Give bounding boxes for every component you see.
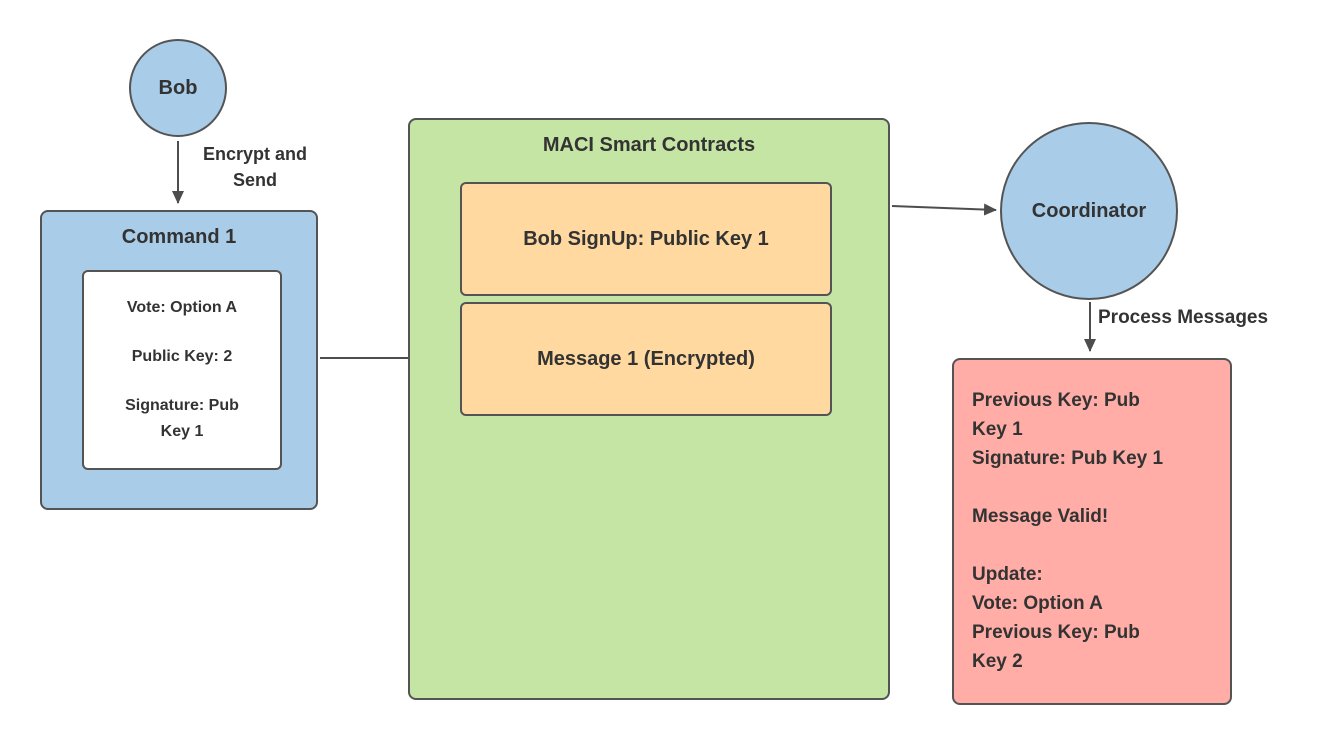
result-line-vote: Vote: Option A <box>972 593 1103 614</box>
bob-label: Bob <box>158 76 198 99</box>
maci-contracts-box: MACI Smart Contracts Bob SignUp: Public … <box>408 118 890 700</box>
result-line-new-key: Previous Key: Pub Key 2 <box>972 622 1140 672</box>
coordinator-label: Coordinator <box>1031 199 1147 222</box>
arrow-maci-to-coordinator <box>891 203 997 216</box>
command-fields-panel: Vote: Option A Public Key: 2 Signature: … <box>82 270 282 470</box>
vote-field: Vote: Option A <box>126 299 238 316</box>
maci-box-title: MACI Smart Contracts <box>542 134 756 156</box>
command-box: Command 1 Vote: Option A Public Key: 2 S… <box>40 210 318 510</box>
process-messages-label: Process Messages <box>1098 307 1269 328</box>
public-key-field: Public Key: 2 <box>131 348 233 365</box>
result-line-previous-key: Previous Key: Pub Key 1 <box>972 390 1140 440</box>
coordinator-node: Coordinator <box>1000 122 1178 300</box>
result-line-update: Update: <box>972 564 1043 585</box>
signup-item: Bob SignUp: Public Key 1 <box>460 182 832 296</box>
result-line-signature: Signature: Pub Key 1 <box>972 448 1164 469</box>
encrypted-message-item: Message 1 (Encrypted) <box>460 302 832 416</box>
signature-field: Signature: Pub Key 1 <box>125 397 239 440</box>
result-line-valid: Message Valid! <box>972 506 1109 527</box>
encrypt-send-label: Encrypt and Send <box>202 144 308 190</box>
command-box-title: Command 1 <box>121 226 237 248</box>
process-result-box: Previous Key: Pub Key 1 Signature: Pub K… <box>952 358 1232 705</box>
bob-node: Bob <box>129 39 227 137</box>
